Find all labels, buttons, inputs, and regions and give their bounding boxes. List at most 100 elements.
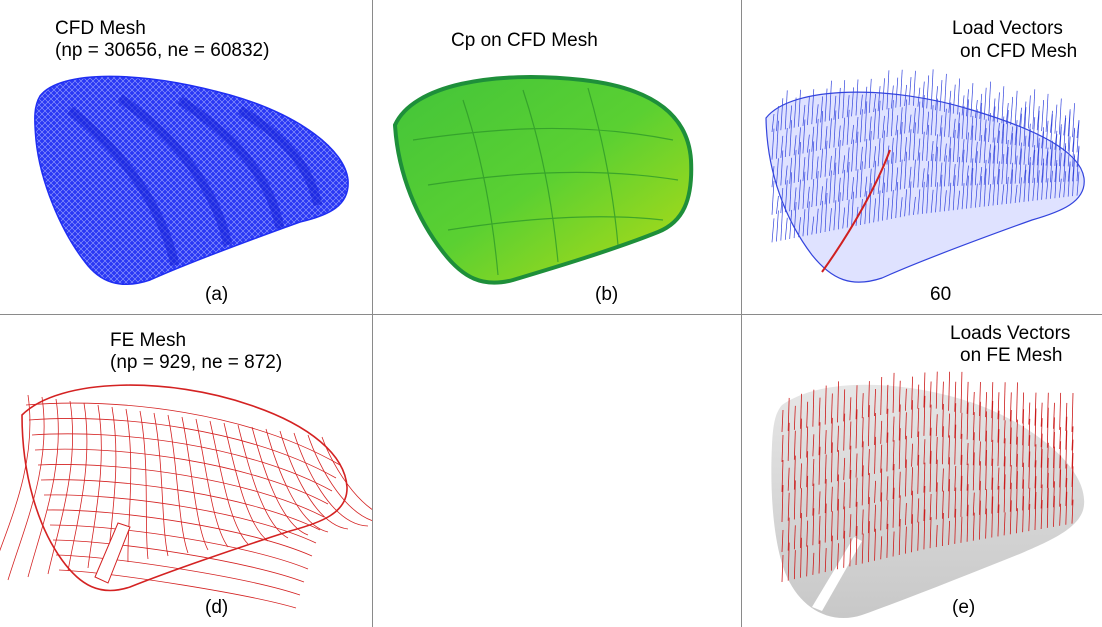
panel-e-label: (e): [952, 597, 976, 618]
vector-mark: [966, 484, 969, 517]
vector-mark: [1045, 120, 1049, 149]
vector-mark: [1041, 127, 1044, 149]
vector-mark: [898, 404, 901, 441]
vector-mark: [851, 177, 854, 200]
vector-mark: [935, 436, 938, 465]
fe-mesh-line: [46, 509, 313, 557]
vector-mark: [1040, 418, 1043, 448]
vector-mark: [972, 512, 975, 541]
vector-mark: [1054, 163, 1058, 199]
vector-mark: [824, 178, 828, 205]
vector-mark: [983, 128, 987, 164]
fe-mesh-line: [27, 398, 59, 578]
vector-mark: [985, 411, 988, 442]
vector-mark: [837, 425, 839, 452]
vector-mark: [842, 155, 846, 174]
vector-mark: [992, 145, 996, 185]
panel-c-title-2: on CFD Mesh: [960, 41, 1078, 62]
vector-mark: [1040, 402, 1043, 427]
vector-mark: [1010, 169, 1014, 204]
vector-mark: [1003, 512, 1006, 536]
vector-mark: [921, 95, 925, 135]
vector-mark: [1067, 111, 1071, 152]
vector-mark: [899, 107, 903, 135]
vector-mark: [913, 108, 916, 134]
vector-mark: [917, 87, 921, 107]
vector-mark: [882, 115, 885, 138]
vector-mark: [954, 403, 957, 439]
vector-mark: [837, 543, 839, 570]
load-vectors-cfd-figure: [765, 69, 1085, 283]
vector-mark: [798, 179, 801, 210]
vector-mark: [988, 112, 991, 142]
vector-mark: [880, 376, 883, 415]
vector-mark: [1059, 455, 1062, 488]
vector-mark: [1076, 171, 1080, 196]
vector-mark: [771, 180, 775, 215]
vector-mark: [997, 504, 1000, 537]
vector-mark: [864, 176, 868, 197]
vector-mark: [793, 135, 797, 156]
vector-mark: [855, 79, 859, 116]
vector-mark: [877, 86, 881, 112]
vector-mark: [1045, 93, 1049, 132]
vector-mark: [868, 183, 872, 224]
vector-mark: [908, 77, 912, 106]
vector-mark: [880, 444, 883, 473]
vector-mark: [855, 409, 858, 449]
vector-mark: [997, 485, 1000, 514]
fe-mesh-line: [31, 433, 333, 492]
vector-mark: [812, 483, 815, 516]
divider-vertical-1: [372, 0, 373, 627]
vector-mark: [877, 175, 881, 194]
vector-mark: [979, 441, 981, 466]
vector-mark: [898, 471, 901, 498]
vector-mark: [966, 89, 969, 117]
vector-mark: [820, 96, 823, 123]
vector-mark: [904, 189, 907, 217]
vector-mark: [911, 467, 913, 496]
vector-mark: [849, 514, 852, 538]
vector-mark: [877, 190, 881, 222]
vector-mark: [771, 128, 775, 160]
vector-mark: [929, 450, 932, 492]
vector-mark: [784, 90, 788, 130]
vector-mark: [829, 80, 832, 121]
vector-mark: [861, 417, 864, 448]
vector-mark: [913, 196, 916, 215]
vector-mark: [1009, 427, 1012, 467]
vector-mark: [966, 132, 969, 163]
vector-mark: [930, 153, 934, 187]
vector-mark: [1016, 471, 1018, 512]
vector-mark: [1071, 466, 1074, 506]
vector-mark: [867, 405, 870, 447]
vector-mark: [930, 69, 934, 110]
vector-mark: [812, 552, 815, 575]
vector-mark: [806, 451, 809, 488]
fe-mesh-line: [279, 430, 349, 530]
vector-mark: [913, 159, 916, 188]
vector-mark: [851, 87, 854, 117]
vector-mark: [793, 202, 797, 239]
vector-mark: [1040, 433, 1043, 468]
vector-mark: [807, 97, 810, 126]
vector-mark: [913, 122, 916, 161]
vector-mark: [807, 134, 810, 153]
panel-a-title-1: CFD Mesh: [55, 18, 146, 39]
vector-mark: [861, 509, 864, 535]
fe-mesh-line: [87, 404, 102, 569]
vector-mark: [1034, 392, 1037, 426]
vector-mark: [787, 517, 790, 551]
vector-mark: [780, 98, 784, 131]
vector-mark: [917, 408, 920, 438]
vector-mark: [926, 111, 930, 135]
vector-mark: [1003, 382, 1006, 421]
vector-mark: [787, 542, 790, 581]
vector-mark: [849, 421, 852, 450]
vector-mark: [843, 457, 846, 480]
vector-mark: [1071, 499, 1074, 524]
fe-mesh-line: [125, 408, 132, 563]
vector-mark: [802, 209, 806, 237]
vector-mark: [957, 112, 961, 139]
vector-mark: [873, 146, 877, 168]
